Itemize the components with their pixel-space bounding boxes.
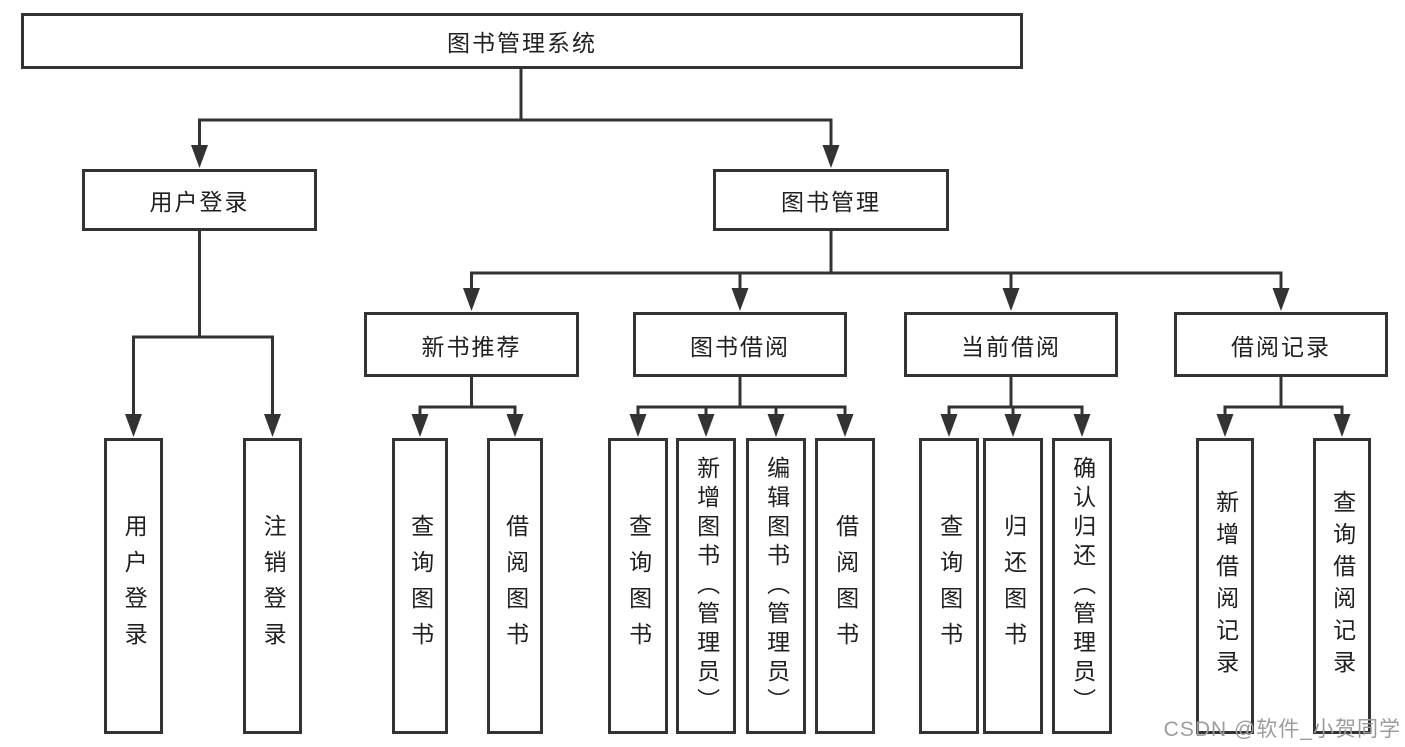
node-label: 查询图书 bbox=[936, 514, 963, 658]
node-current-query-books: 查询图书 bbox=[919, 438, 979, 734]
node-label: 用户登录 bbox=[149, 189, 250, 215]
node-label: 查询借阅记录 bbox=[1329, 490, 1356, 682]
node-current-return-books: 归还图书 bbox=[983, 438, 1043, 734]
node-records-query-borrow-record: 查询借阅记录 bbox=[1313, 438, 1371, 734]
node-user-login: 用户登录 bbox=[82, 169, 317, 231]
node-borrowing-records: 借阅记录 bbox=[1174, 312, 1388, 377]
node-records-add-borrow-record: 新增借阅记录 bbox=[1196, 438, 1254, 734]
csdn-watermark: CSDN @软件_小贺同学 bbox=[1163, 718, 1401, 741]
node-borrowing-add-books-admin: 新增图书（管理员） bbox=[676, 438, 736, 734]
node-label: 查询图书 bbox=[407, 514, 434, 658]
node-label: 图书管理 bbox=[781, 189, 881, 215]
node-label: 图书借阅 bbox=[690, 333, 790, 360]
node-current-borrowing: 当前借阅 bbox=[904, 312, 1118, 377]
node-label: 图书管理系统 bbox=[447, 30, 597, 56]
arrowheads bbox=[125, 145, 1351, 437]
node-borrowing-edit-books-admin: 编辑图书（管理员） bbox=[746, 438, 806, 734]
node-label: 编辑图书（管理员） bbox=[763, 455, 790, 717]
node-label: 注销登录 bbox=[260, 514, 287, 658]
node-label: 用户登录 bbox=[121, 514, 148, 658]
node-recommend-query-books: 查询图书 bbox=[392, 438, 448, 734]
node-label: 新增借阅记录 bbox=[1212, 490, 1239, 682]
node-label: 借阅图书 bbox=[832, 514, 859, 658]
node-label: 确认归还（管理员） bbox=[1069, 455, 1096, 717]
node-label: 借阅图书 bbox=[502, 514, 529, 658]
node-book-borrowing: 图书借阅 bbox=[633, 312, 847, 377]
node-leaf-user-login: 用户登录 bbox=[104, 438, 163, 734]
node-label: 当前借阅 bbox=[961, 333, 1061, 360]
node-borrowing-query-books: 查询图书 bbox=[608, 438, 668, 734]
node-label: 借阅记录 bbox=[1231, 333, 1331, 360]
node-label: 归还图书 bbox=[1000, 514, 1027, 658]
node-leaf-logout: 注销登录 bbox=[243, 438, 302, 734]
node-new-book-recommendation: 新书推荐 bbox=[364, 312, 579, 377]
node-label: 查询图书 bbox=[625, 514, 652, 658]
node-label: 新增图书（管理员） bbox=[693, 455, 720, 717]
node-borrowing-borrow-books: 借阅图书 bbox=[815, 438, 875, 734]
node-current-confirm-return-admin: 确认归还（管理员） bbox=[1052, 438, 1112, 734]
node-book-management-system: 图书管理系统 bbox=[21, 13, 1023, 69]
connector-path bbox=[132, 68, 1344, 416]
node-book-management: 图书管理 bbox=[713, 169, 949, 231]
node-recommend-borrow-books: 借阅图书 bbox=[487, 438, 543, 734]
node-label: 新书推荐 bbox=[421, 333, 522, 360]
